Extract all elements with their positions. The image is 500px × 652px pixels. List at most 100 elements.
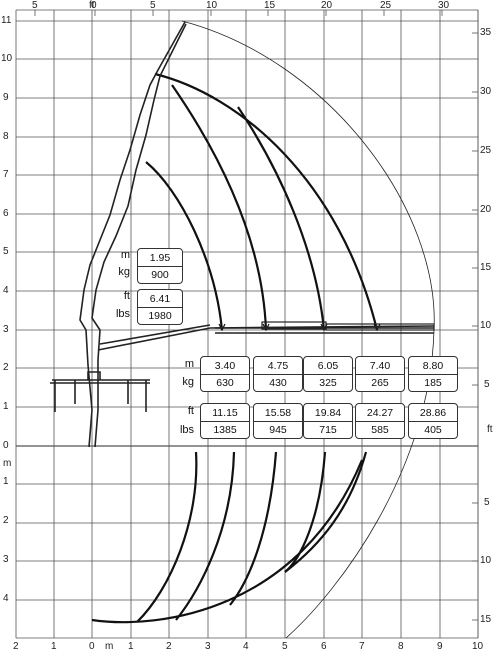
tick-label: 20 xyxy=(321,0,333,11)
cell-kg-value: 630 xyxy=(216,377,234,389)
tick-label: 30 xyxy=(438,0,450,11)
tick-label: 8 xyxy=(3,131,9,142)
tick-label: 0 xyxy=(89,641,95,652)
tick-label: 3 xyxy=(3,554,9,565)
cell-m-value: 4.75 xyxy=(267,360,289,372)
tick-label: 5 xyxy=(150,0,156,11)
lifting-curve xyxy=(237,106,326,331)
load-cell-metric: 7.40 265 xyxy=(355,356,405,392)
cell-m-value: 8.80 xyxy=(422,360,444,372)
cell-m-value: 7.40 xyxy=(369,360,391,372)
small-lbs-label: lbs xyxy=(115,308,130,320)
small-m-label: m xyxy=(120,249,130,261)
tick-label: 15 xyxy=(480,262,492,273)
table-kg-label: kg xyxy=(182,376,194,388)
tick-label: 4 xyxy=(3,285,9,296)
cell-m-value: 6.05 xyxy=(317,360,339,372)
tick-label: 5 xyxy=(484,379,490,390)
tick-label: 25 xyxy=(380,0,392,11)
tick-label: 25 xyxy=(480,145,492,156)
tick-label: 5 xyxy=(484,497,490,508)
cell-lbs-value: 945 xyxy=(269,424,287,436)
load-cell-imperial: 28.86 405 xyxy=(408,403,458,439)
tick-label: 6 xyxy=(321,641,327,652)
tick-label: 20 xyxy=(480,204,492,215)
tick-label: 15 xyxy=(264,0,276,11)
cell-kg-value: 265 xyxy=(371,377,389,389)
tick-label: 10 xyxy=(1,53,13,64)
tick-label: 0 xyxy=(3,440,9,451)
tick-label: 10 xyxy=(480,320,492,331)
small-m-kg-box: 1.95 900 xyxy=(137,248,183,284)
tick-label: 3 xyxy=(205,641,211,652)
cell-ft-value: 19.84 xyxy=(314,407,342,419)
table-ft-label: ft xyxy=(187,405,194,417)
cell-lbs-value: 405 xyxy=(424,424,442,436)
lifting-curve xyxy=(229,451,278,606)
tick-label: 4 xyxy=(243,641,249,652)
small-ft-lbs-box: 6.41 1980 xyxy=(137,289,183,325)
tick-label: 7 xyxy=(359,641,365,652)
tick-label: 2 xyxy=(166,641,172,652)
boom-segment xyxy=(99,324,211,345)
tick-label: 2 xyxy=(3,515,9,526)
tick-label: 6 xyxy=(3,208,9,219)
tick-label: 11 xyxy=(1,15,12,26)
small-ft-label: ft xyxy=(123,290,130,302)
cell-m-value: 3.40 xyxy=(214,360,236,372)
tick-label: 15 xyxy=(480,614,492,625)
tick-label: 5 xyxy=(3,246,9,257)
load-cell-metric: 8.80 185 xyxy=(408,356,458,392)
tick-label: 5 xyxy=(282,641,288,652)
tick-label: 7 xyxy=(3,169,9,180)
tick-label: 10 xyxy=(206,0,218,11)
lifting-curve xyxy=(91,459,364,624)
lifting-curve xyxy=(136,451,198,623)
lifting-curve xyxy=(145,161,224,331)
lifting-curves xyxy=(91,72,381,624)
tick-label: 10 xyxy=(480,555,492,566)
tick-label: 2 xyxy=(13,641,19,652)
small-m-value: 1.95 xyxy=(149,252,171,264)
load-cell-metric: 3.40 630 xyxy=(200,356,250,392)
tick-label: 5 xyxy=(32,0,38,11)
tick-label: 9 xyxy=(3,92,9,103)
tick-label: 8 xyxy=(398,641,404,652)
right-axis-unit: ft xyxy=(487,424,493,435)
small-ft-value: 6.41 xyxy=(149,293,171,305)
tick-label: 1 xyxy=(3,401,9,412)
hook-mark xyxy=(262,323,270,332)
cell-kg-value: 325 xyxy=(319,377,337,389)
lifting-curve xyxy=(171,84,268,331)
small-lbs-value: 1980 xyxy=(148,310,172,322)
cell-lbs-value: 715 xyxy=(319,424,337,436)
tick-label: 2 xyxy=(3,362,9,373)
load-cell-metric: 6.05 325 xyxy=(303,356,353,392)
load-cell-imperial: 15.58 945 xyxy=(253,403,303,439)
lifting-curve xyxy=(284,451,368,573)
tick-label: 3 xyxy=(3,324,9,335)
lifting-curve xyxy=(175,451,236,621)
table-lbs-label: lbs xyxy=(179,424,194,436)
tick-label: 0 xyxy=(91,0,97,11)
small-kg-label: kg xyxy=(118,266,130,278)
left-axis-unit: m xyxy=(3,458,12,469)
small-kg-value: 900 xyxy=(151,269,169,281)
load-cell-imperial: 19.84 715 xyxy=(303,403,353,439)
tick-label: 10 xyxy=(472,641,484,652)
cell-ft-value: 28.86 xyxy=(419,407,447,419)
cell-kg-value: 185 xyxy=(424,377,442,389)
tick-label: 1 xyxy=(3,476,9,487)
cell-ft-value: 15.58 xyxy=(264,407,292,419)
crane-boom xyxy=(50,21,435,448)
boom-segment xyxy=(87,371,101,380)
tick-label: 1 xyxy=(128,641,134,652)
tick-label: 9 xyxy=(437,641,443,652)
tick-label: 1 xyxy=(51,641,57,652)
top-axis-unit: ft xyxy=(89,0,95,11)
tick-label: 4 xyxy=(3,593,9,604)
